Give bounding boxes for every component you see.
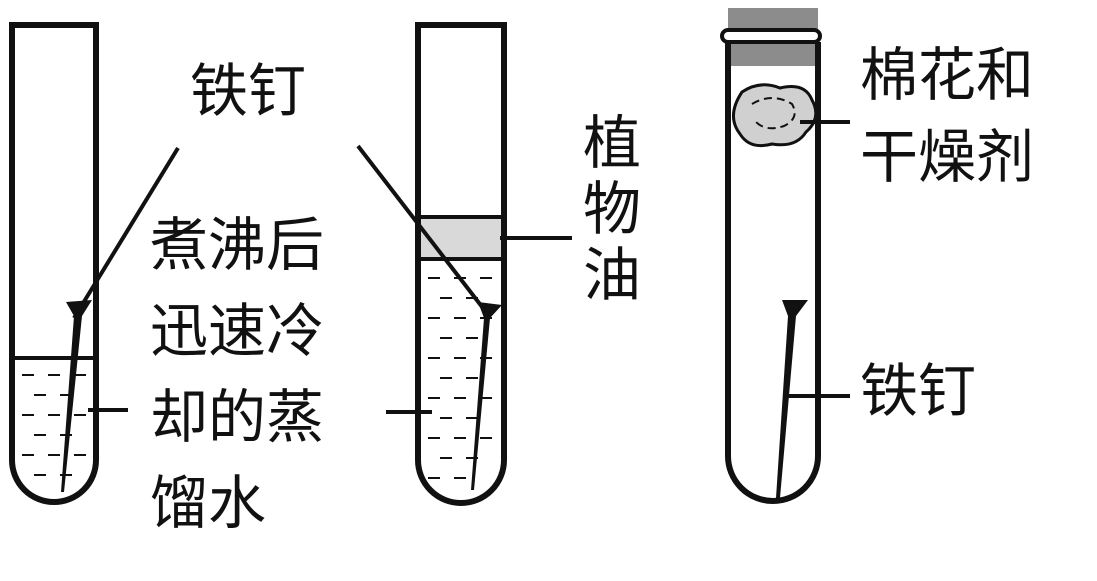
tube-b-nail	[471, 302, 502, 490]
test-tube-b	[356, 22, 572, 506]
tube-c-cotton	[732, 83, 818, 148]
label-boiled-water-line3: 却的蒸	[150, 383, 325, 451]
tube-c-outline	[725, 42, 821, 504]
tube-a-nail	[61, 300, 92, 492]
label-vegetable-oil: 植物油	[573, 112, 641, 310]
tube-a-outline	[9, 22, 99, 505]
tube-c-rim	[720, 28, 822, 44]
label-cotton-line2: 干燥剂	[860, 123, 1035, 191]
label-boiled-water-line4: 馏水	[150, 469, 267, 537]
test-tube-c	[720, 8, 850, 504]
label-nail-top: 铁钉	[190, 57, 307, 125]
test-tube-a	[9, 22, 180, 505]
tube-b-outline	[415, 22, 507, 506]
leader-nail-b	[356, 144, 488, 314]
label-boiled-water-line2: 迅速冷	[150, 297, 325, 365]
tube-b-oil-layer	[418, 217, 504, 259]
tube-c-cotton-dash	[751, 97, 796, 130]
leader-nail-a	[72, 146, 180, 320]
label-boiled-water-line1: 煮沸后	[150, 211, 325, 279]
tube-c-nail	[776, 300, 808, 498]
label-nail-right: 铁钉	[860, 357, 977, 425]
tube-a-water-dashes	[22, 374, 86, 476]
label-cotton-line1: 棉花和	[860, 41, 1035, 109]
